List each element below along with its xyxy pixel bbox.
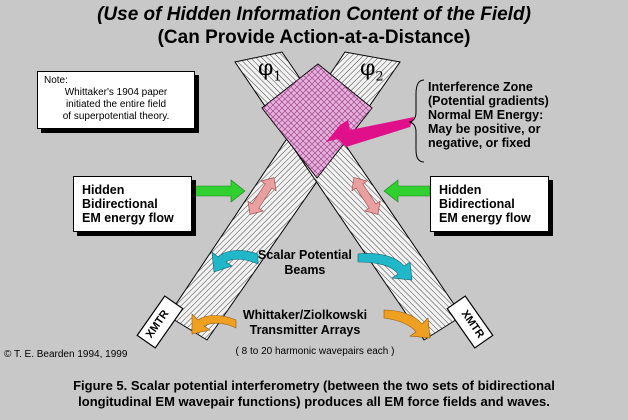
right-flow-box: Hidden Bidirectional EM energy flow bbox=[430, 176, 549, 232]
left-orange-arrow bbox=[191, 313, 237, 335]
right-cyan-arrow bbox=[357, 253, 413, 281]
left-flow-box: Hidden Bidirectional EM energy flow bbox=[73, 176, 192, 232]
xmtr-left-box bbox=[136, 295, 184, 349]
phi-2-label: φ2 bbox=[360, 56, 384, 85]
note-line: of superpotential theory. bbox=[62, 111, 170, 122]
right-flow-line: Bidirectional bbox=[439, 197, 515, 211]
interference-line: Normal EM Energy: bbox=[428, 108, 544, 122]
transmitter-line: Transmitter Arrays bbox=[249, 323, 361, 337]
interference-bracket bbox=[408, 79, 425, 163]
interference-line: Interference Zone bbox=[428, 80, 533, 94]
left-cyan-arrow bbox=[211, 250, 259, 273]
figure-caption: Figure 5. Scalar potential interferometr… bbox=[0, 378, 628, 410]
interference-line: (Potential gradients) bbox=[428, 94, 549, 108]
scalar-beams-line: Scalar Potential bbox=[258, 248, 352, 262]
interference-line: May be positive, or bbox=[428, 122, 541, 136]
caption-line: Figure 5. Scalar potential interferometr… bbox=[73, 378, 555, 393]
right-flow-line: EM energy flow bbox=[439, 211, 531, 225]
right-bidirectional-arrow bbox=[351, 177, 381, 215]
phi-1-label: φ1 bbox=[258, 56, 282, 85]
scalar-beams-line: Beams bbox=[284, 263, 326, 277]
transmitter-arrays-label: Whittaker/Ziolkowski Transmitter Arrays bbox=[230, 308, 380, 338]
right-green-arrow bbox=[383, 179, 431, 203]
interference-pointer-arrow bbox=[326, 117, 414, 147]
right-orange-arrow bbox=[383, 309, 431, 339]
note-line: Whittaker's 1904 paper bbox=[64, 87, 168, 98]
interference-line: negative, or fixed bbox=[428, 136, 531, 150]
left-green-arrow bbox=[194, 179, 246, 203]
note-line: initiated the entire field bbox=[65, 99, 167, 110]
right-flow-line: Hidden bbox=[439, 183, 482, 197]
left-flow-line: EM energy flow bbox=[82, 211, 174, 225]
transmitter-line: Whittaker/Ziolkowski bbox=[242, 308, 368, 322]
left-flow-line: Bidirectional bbox=[82, 197, 158, 211]
title-line-2: (Can Provide Action-at-a-Distance) bbox=[157, 27, 471, 48]
left-bidirectional-arrow bbox=[247, 177, 277, 215]
title-line-1: (Use of Hidden Information Content of th… bbox=[97, 4, 531, 25]
scalar-beams-label: Scalar Potential Beams bbox=[258, 248, 352, 278]
harmonic-note: ( 8 to 20 harmonic wavepairs each ) bbox=[235, 346, 395, 357]
xmtr-right-box bbox=[446, 295, 494, 349]
left-flow-line: Hidden bbox=[82, 183, 125, 197]
caption-line: longitudinal EM wavepair functions) prod… bbox=[78, 394, 550, 409]
copyright: © T. E. Bearden 1994, 1999 bbox=[4, 349, 128, 360]
interference-zone-text: Interference Zone (Potential gradients) … bbox=[428, 80, 549, 150]
note-box: Note: Whittaker's 1904 paper initiated t… bbox=[37, 71, 195, 129]
note-heading: Note: bbox=[44, 75, 68, 86]
